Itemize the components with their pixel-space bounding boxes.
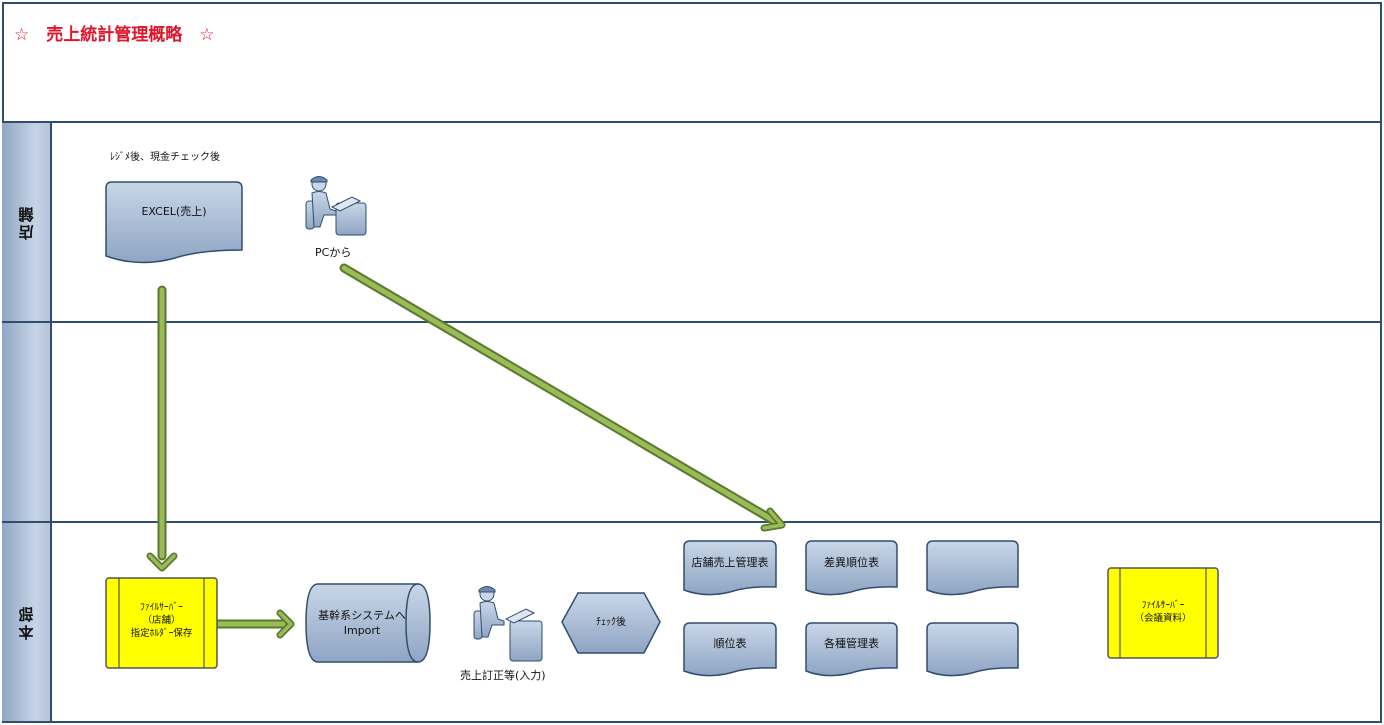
person-at-computer-icon	[305, 176, 367, 236]
check-after-label: ﾁｪｯｸ後	[596, 617, 626, 628]
various-mgmt-table-doc	[805, 622, 898, 677]
fileserver-store: ﾌｧｲﾙｻｰﾊﾞｰ （店舗） 指定ﾎﾙﾀﾞｰ保存	[119, 601, 204, 651]
core-system: 基幹系システムへ Import	[306, 608, 418, 642]
excel-document-shape	[105, 181, 243, 264]
fileserver-store-label: ﾌｧｲﾙｻｰﾊﾞｰ （店舗） 指定ﾎﾙﾀﾞｰ保存	[130, 602, 193, 639]
arrow-excel-to-fileserver	[146, 285, 178, 572]
blank-document-1	[927, 555, 1018, 571]
core-system-label: 基幹系システムへ Import	[318, 609, 406, 637]
sales-correction-label: 売上訂正等(入力)	[460, 669, 546, 682]
blank-doc-2	[926, 622, 1019, 677]
various-mgmt-table-label: 各種管理表	[824, 637, 879, 650]
excel-shape: EXCEL(売上)	[106, 204, 242, 224]
register-check-note: ﾚｼﾞﾒ後、現金チェック後	[110, 152, 220, 163]
lane-header-store: 店舗	[2, 123, 52, 323]
excel-label: EXCEL(売上)	[141, 205, 207, 218]
lane-header-hq: 本部	[2, 523, 52, 721]
blank-document-2	[927, 636, 1018, 652]
check-after: ﾁｪｯｸ後	[562, 615, 660, 631]
fileserver-store-shape	[105, 577, 218, 669]
store-sales-table-doc	[683, 540, 777, 596]
lane-header-middle	[2, 323, 52, 523]
rank-table: 順位表	[684, 636, 776, 652]
fileserver-meeting-label: ﾌｧｲﾙｻｰﾊﾞｰ （会議資料）	[1134, 600, 1192, 624]
arrow-fileserver-to-core	[213, 609, 295, 639]
pc-from-label: PCから	[315, 246, 352, 259]
lane-divider	[2, 521, 1382, 523]
lane-divider	[2, 321, 1382, 323]
person-at-computer-icon	[473, 586, 543, 662]
check-after-hexagon	[561, 592, 661, 654]
arrow-pc-to-store-sales	[339, 263, 786, 532]
diff-rank-table: 差異順位表	[806, 555, 897, 571]
rank-table-label: 順位表	[713, 637, 747, 650]
various-mgmt-table: 各種管理表	[806, 636, 897, 652]
page-title: ☆ 売上統計管理概略 ☆	[14, 25, 215, 45]
rank-table-doc	[683, 622, 777, 677]
blank-doc-1	[926, 540, 1019, 596]
store-sales-table-label: 店舗売上管理表	[691, 556, 769, 569]
store-sales-table: 店舗売上管理表	[684, 555, 776, 571]
fileserver-meeting: ﾌｧｲﾙｻｰﾊﾞｰ （会議資料）	[1120, 599, 1206, 629]
fileserver-meeting-shape	[1107, 567, 1219, 659]
diff-rank-table-doc	[805, 540, 898, 596]
core-system-cylinder	[305, 583, 431, 663]
diff-rank-table-label: 差異順位表	[824, 556, 879, 569]
